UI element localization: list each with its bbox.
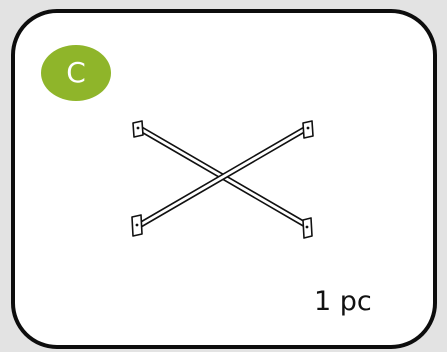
part-letter-badge: C bbox=[41, 45, 111, 101]
bracket-top-right bbox=[302, 120, 314, 139]
quantity-label: 1 pc bbox=[314, 286, 372, 317]
cross-brace-icon bbox=[131, 120, 314, 239]
